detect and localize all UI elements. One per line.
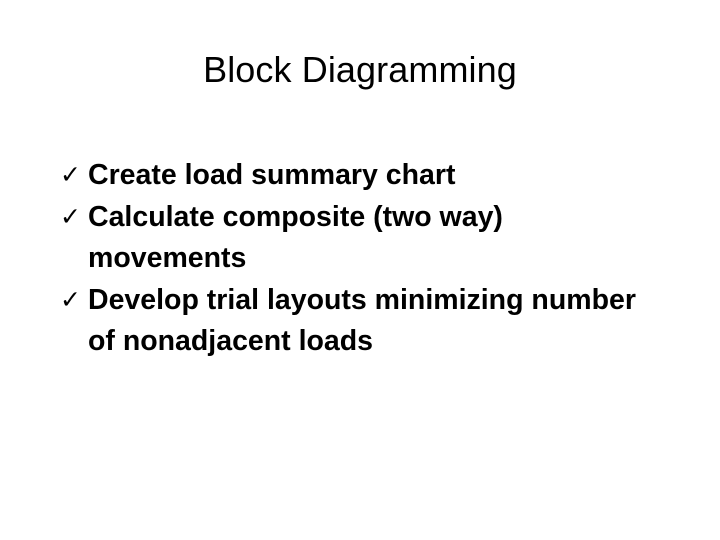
- list-item: ✓ Develop trial layouts minimizing numbe…: [60, 280, 660, 362]
- checkmark-icon: ✓: [60, 203, 81, 231]
- list-item-label: Create load summary chart: [88, 159, 456, 191]
- list-item-label: Develop trial layouts minimizing number …: [88, 284, 636, 357]
- list-item: ✓ Create load summary chart: [60, 155, 660, 196]
- checkmark-icon: ✓: [60, 161, 81, 189]
- list-item-label: Calculate composite (two way) movements: [88, 201, 503, 274]
- list-item: ✓ Calculate composite (two way) movement…: [60, 197, 660, 279]
- page-title: Block Diagramming: [203, 49, 517, 90]
- checkmark-icon: ✓: [60, 286, 81, 314]
- bullet-list: ✓ Create load summary chart ✓ Calculate …: [60, 155, 660, 363]
